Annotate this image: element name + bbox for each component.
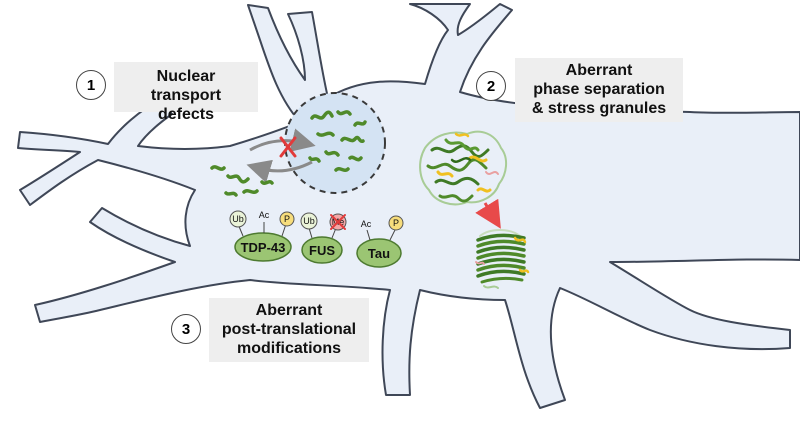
protein-fus: FUS Ub Me	[300, 212, 347, 264]
step-3-label: Aberrant post-translational modification…	[209, 298, 369, 362]
mod-p: P	[393, 218, 399, 228]
label-line: modifications	[236, 340, 341, 357]
protein-tau: Tau Ac P	[356, 215, 404, 268]
aggregation-arrow	[475, 198, 501, 229]
import-arrow	[246, 159, 313, 183]
label-line: Aberrant	[565, 62, 633, 79]
protein-label: FUS	[309, 243, 335, 258]
protein-tdp43: TDP-43 Ub Ac P	[229, 210, 295, 262]
label-line: defects	[157, 106, 215, 123]
blocked-x-icon	[279, 136, 297, 158]
protein-label: Tau	[368, 246, 390, 261]
mod-ub: Ub	[232, 214, 244, 224]
step-2-badge: 2	[476, 71, 506, 101]
neuron-cell-outline	[17, 3, 800, 409]
mod-ac: Ac	[361, 219, 372, 229]
label-line: & stress granules	[531, 100, 667, 117]
label-line: Aberrant	[255, 302, 323, 319]
amyloid-fibril	[475, 229, 530, 289]
blocked-x-icon	[330, 214, 346, 230]
mod-ac: Ac	[259, 210, 270, 220]
mod-ub: Ub	[303, 216, 315, 226]
stress-granule	[419, 130, 507, 206]
label-line: Nuclear transport	[150, 68, 222, 104]
step-1-label: Nuclear transport defects	[114, 62, 258, 123]
export-arrow	[249, 128, 316, 152]
nuclear-proteins	[308, 110, 367, 173]
step-1-badge: 1	[76, 70, 106, 100]
label-line: post-translational	[221, 321, 357, 338]
mod-p: P	[284, 214, 290, 224]
step-2-label: Aberrant phase separation & stress granu…	[515, 58, 683, 122]
step-3-badge: 3	[171, 314, 201, 344]
label-line: phase separation	[533, 81, 665, 98]
protein-label: TDP-43	[241, 240, 286, 255]
cytoplasmic-proteins	[210, 165, 274, 197]
